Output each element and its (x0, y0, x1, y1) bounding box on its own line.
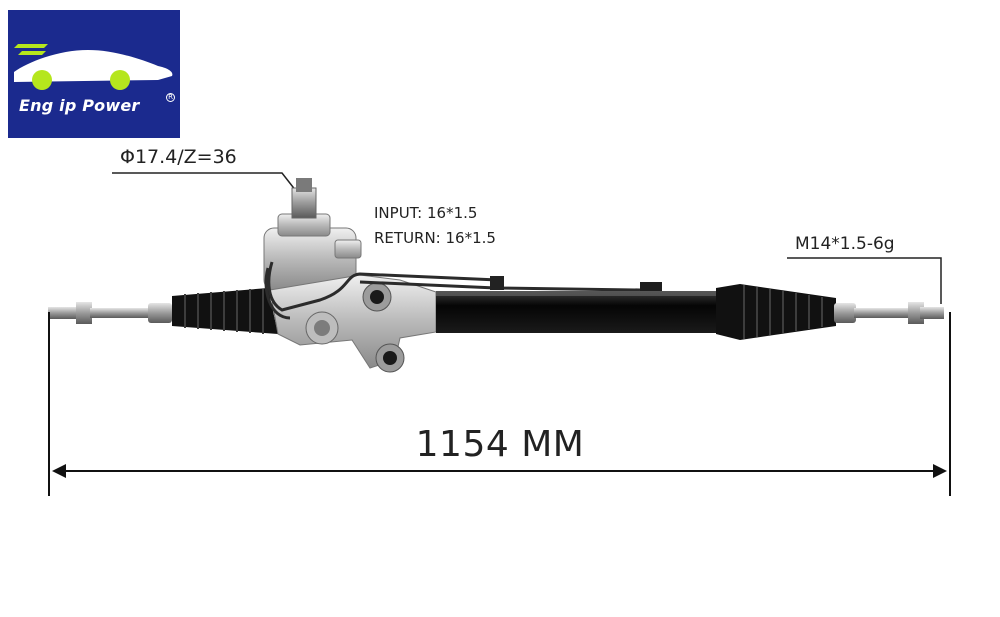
left-boot (172, 288, 278, 334)
speed-lines-icon (14, 44, 48, 55)
overall-length-label: 1154 MM (415, 424, 585, 465)
left-tie-rod (48, 302, 180, 324)
brand-logo: Eng ip Power R (8, 10, 180, 138)
car-logo-icon (14, 44, 173, 90)
registered-mark: R (166, 93, 175, 102)
double-arrow-icon (52, 464, 66, 478)
valve-housing (263, 178, 362, 291)
thread-spec-leader (787, 257, 942, 304)
right-boot (716, 284, 836, 340)
right-tie-rod (834, 302, 944, 324)
gear-spec-leader (112, 172, 301, 197)
input-spec-label: INPUT: 16*1.5 (374, 204, 478, 222)
rack-housing (269, 274, 437, 373)
gear-spec-label: Φ17.4/Z=36 (120, 146, 237, 168)
rack-tube (436, 291, 718, 333)
dimension-line (48, 312, 951, 496)
brand-name: Eng ip Power (19, 96, 140, 115)
thread-spec-label: M14*1.5-6g (795, 234, 895, 254)
return-spec-label: RETURN: 16*1.5 (374, 229, 496, 247)
line-fitting-left (490, 276, 504, 290)
